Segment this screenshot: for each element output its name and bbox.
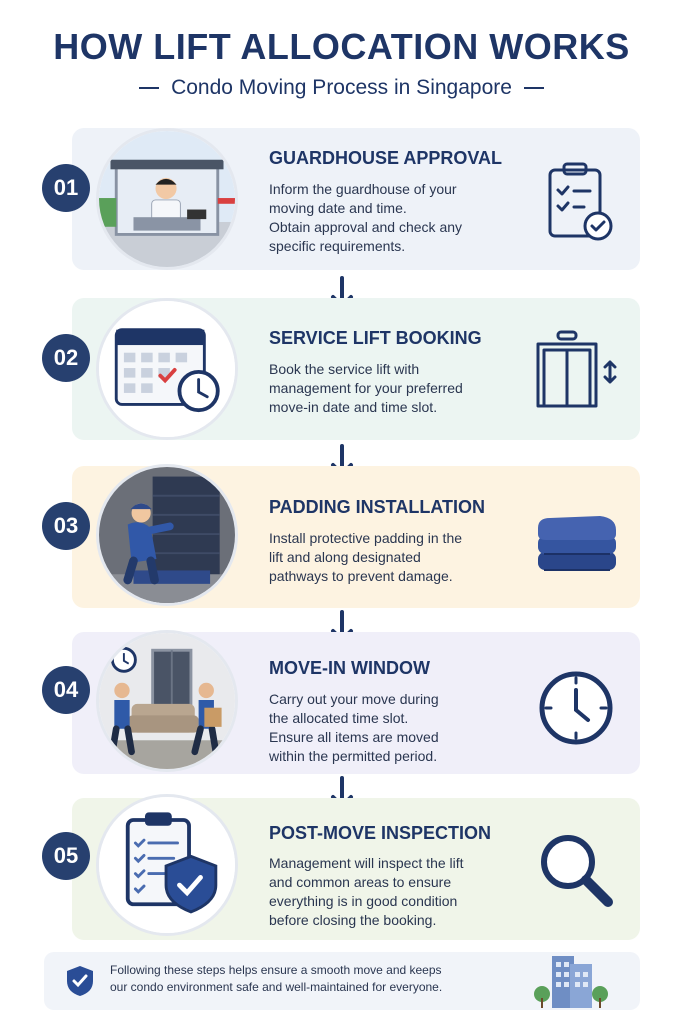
condo-building-icon bbox=[530, 950, 610, 1008]
step-description-line: before closing the booking. bbox=[269, 912, 437, 928]
step-description-line: Inform the guardhouse of your bbox=[269, 181, 457, 197]
padding-worker-illustration bbox=[96, 464, 238, 606]
subtitle-dash-right bbox=[523, 87, 544, 90]
step-description-line: pathways to prevent damage. bbox=[269, 568, 453, 584]
step-description-line: moving date and time. bbox=[269, 200, 407, 216]
step-title: SERVICE LIFT BOOKING bbox=[269, 328, 482, 348]
calendar-illustration bbox=[96, 298, 238, 440]
page-subtitle: Condo Moving Process in Singapore bbox=[0, 76, 683, 100]
step-description: Book the service lift with management fo… bbox=[269, 360, 509, 417]
step-description-line: and common areas to ensure bbox=[269, 874, 452, 890]
step-description-line: the allocated time slot. bbox=[269, 710, 409, 726]
page-title: HOW LIFT ALLOCATION WORKS bbox=[53, 26, 630, 67]
footer-message-line: Following these steps helps ensure a smo… bbox=[110, 963, 442, 977]
step-description-line: Management will inspect the lift bbox=[269, 855, 464, 871]
step-number-badge: 04 bbox=[42, 666, 90, 714]
step-description-line: specific requirements. bbox=[269, 238, 406, 254]
step-description: Inform the guardhouse of your moving dat… bbox=[269, 180, 509, 256]
step-description-line: management for your preferred bbox=[269, 380, 463, 396]
movers-illustration bbox=[96, 630, 238, 772]
step-description-line: everything is in good condition bbox=[269, 893, 458, 909]
magnifier-icon bbox=[528, 822, 624, 918]
step-description-line: Install protective padding in the bbox=[269, 530, 463, 546]
step-number-badge: 03 bbox=[42, 502, 90, 550]
step-description: Install protective padding in the lift a… bbox=[269, 529, 509, 586]
step-description: Management will inspect the lift and com… bbox=[269, 854, 509, 930]
guard-illustration bbox=[96, 128, 238, 270]
step-title: PADDING INSTALLATION bbox=[269, 497, 485, 517]
step-number-badge: 01 bbox=[42, 164, 90, 212]
step-description-line: Obtain approval and check any bbox=[269, 219, 463, 235]
shield-check-icon bbox=[64, 964, 96, 998]
elevator-icon bbox=[528, 324, 624, 420]
step-number-badge: 02 bbox=[42, 334, 90, 382]
footer-message-line: our condo environment safe and well-main… bbox=[110, 980, 443, 994]
stacked-padding-icon bbox=[528, 494, 624, 590]
step-description: Carry out your move during the allocated… bbox=[269, 690, 509, 766]
subtitle-text: Condo Moving Process in Singapore bbox=[171, 76, 512, 99]
step-description-line: within the permitted period. bbox=[269, 748, 438, 764]
clock-icon bbox=[528, 660, 624, 756]
step-description-line: lift and along designated bbox=[269, 549, 421, 565]
step-title: MOVE-IN WINDOW bbox=[269, 658, 430, 678]
step-description-line: move-in date and time slot. bbox=[269, 399, 438, 415]
clipboard-check-icon bbox=[528, 156, 624, 252]
checklist-shield-illustration bbox=[96, 794, 238, 936]
step-description-line: Ensure all items are moved bbox=[269, 729, 439, 745]
step-description-line: Book the service lift with bbox=[269, 361, 420, 377]
footer-message: Following these steps helps ensure a smo… bbox=[110, 962, 500, 996]
step-number-badge: 05 bbox=[42, 832, 90, 880]
step-description-line: Carry out your move during bbox=[269, 691, 439, 707]
step-title: POST-MOVE INSPECTION bbox=[269, 823, 492, 843]
subtitle-dash-left bbox=[139, 87, 160, 90]
step-title: GUARDHOUSE APPROVAL bbox=[269, 148, 503, 168]
